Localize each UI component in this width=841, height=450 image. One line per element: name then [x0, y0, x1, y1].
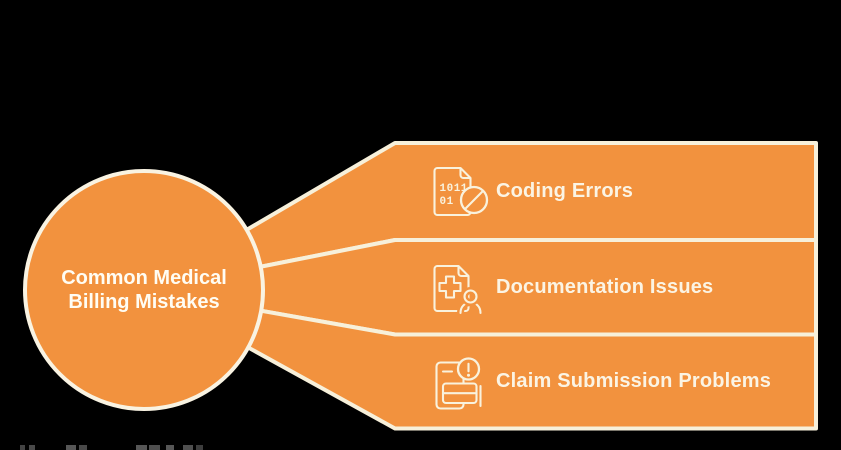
prohibition-slash	[464, 190, 484, 210]
claim-document-alert-icon	[435, 357, 482, 410]
branch-label-claim-submission: Claim Submission Problems	[496, 370, 772, 392]
watermark-fragment	[79, 445, 87, 450]
hub-title-line2: Billing Mistakes	[68, 291, 220, 313]
watermark-fragment	[196, 445, 203, 450]
coding-document-prohibited-icon: 1011 01	[433, 166, 489, 217]
branch-label-coding-errors: Coding Errors	[496, 179, 634, 202]
branch-label-documentation-issues: Documentation Issues	[496, 276, 714, 298]
watermark-fragment	[66, 445, 76, 450]
medical-document-user-icon	[433, 264, 484, 317]
watermark-fragment	[29, 445, 35, 450]
medical-cross	[438, 275, 462, 299]
watermark-fragment	[149, 445, 160, 450]
watermark-fragment	[183, 445, 193, 450]
watermark-fragment	[166, 445, 174, 450]
watermark-fragment	[136, 445, 147, 450]
exclamation-dot	[467, 373, 470, 377]
binary-text-line1: 1011	[440, 183, 468, 195]
watermark-fragment	[20, 445, 25, 450]
hub-title: Common Medical Billing Mistakes	[24, 170, 264, 410]
person-head	[463, 289, 478, 304]
binary-text-line2: 01	[440, 196, 454, 208]
hub-title-line1: Common Medical	[61, 267, 227, 289]
banner-wedge-claim-submission	[142, 288, 818, 431]
hub-circle	[23, 169, 265, 411]
